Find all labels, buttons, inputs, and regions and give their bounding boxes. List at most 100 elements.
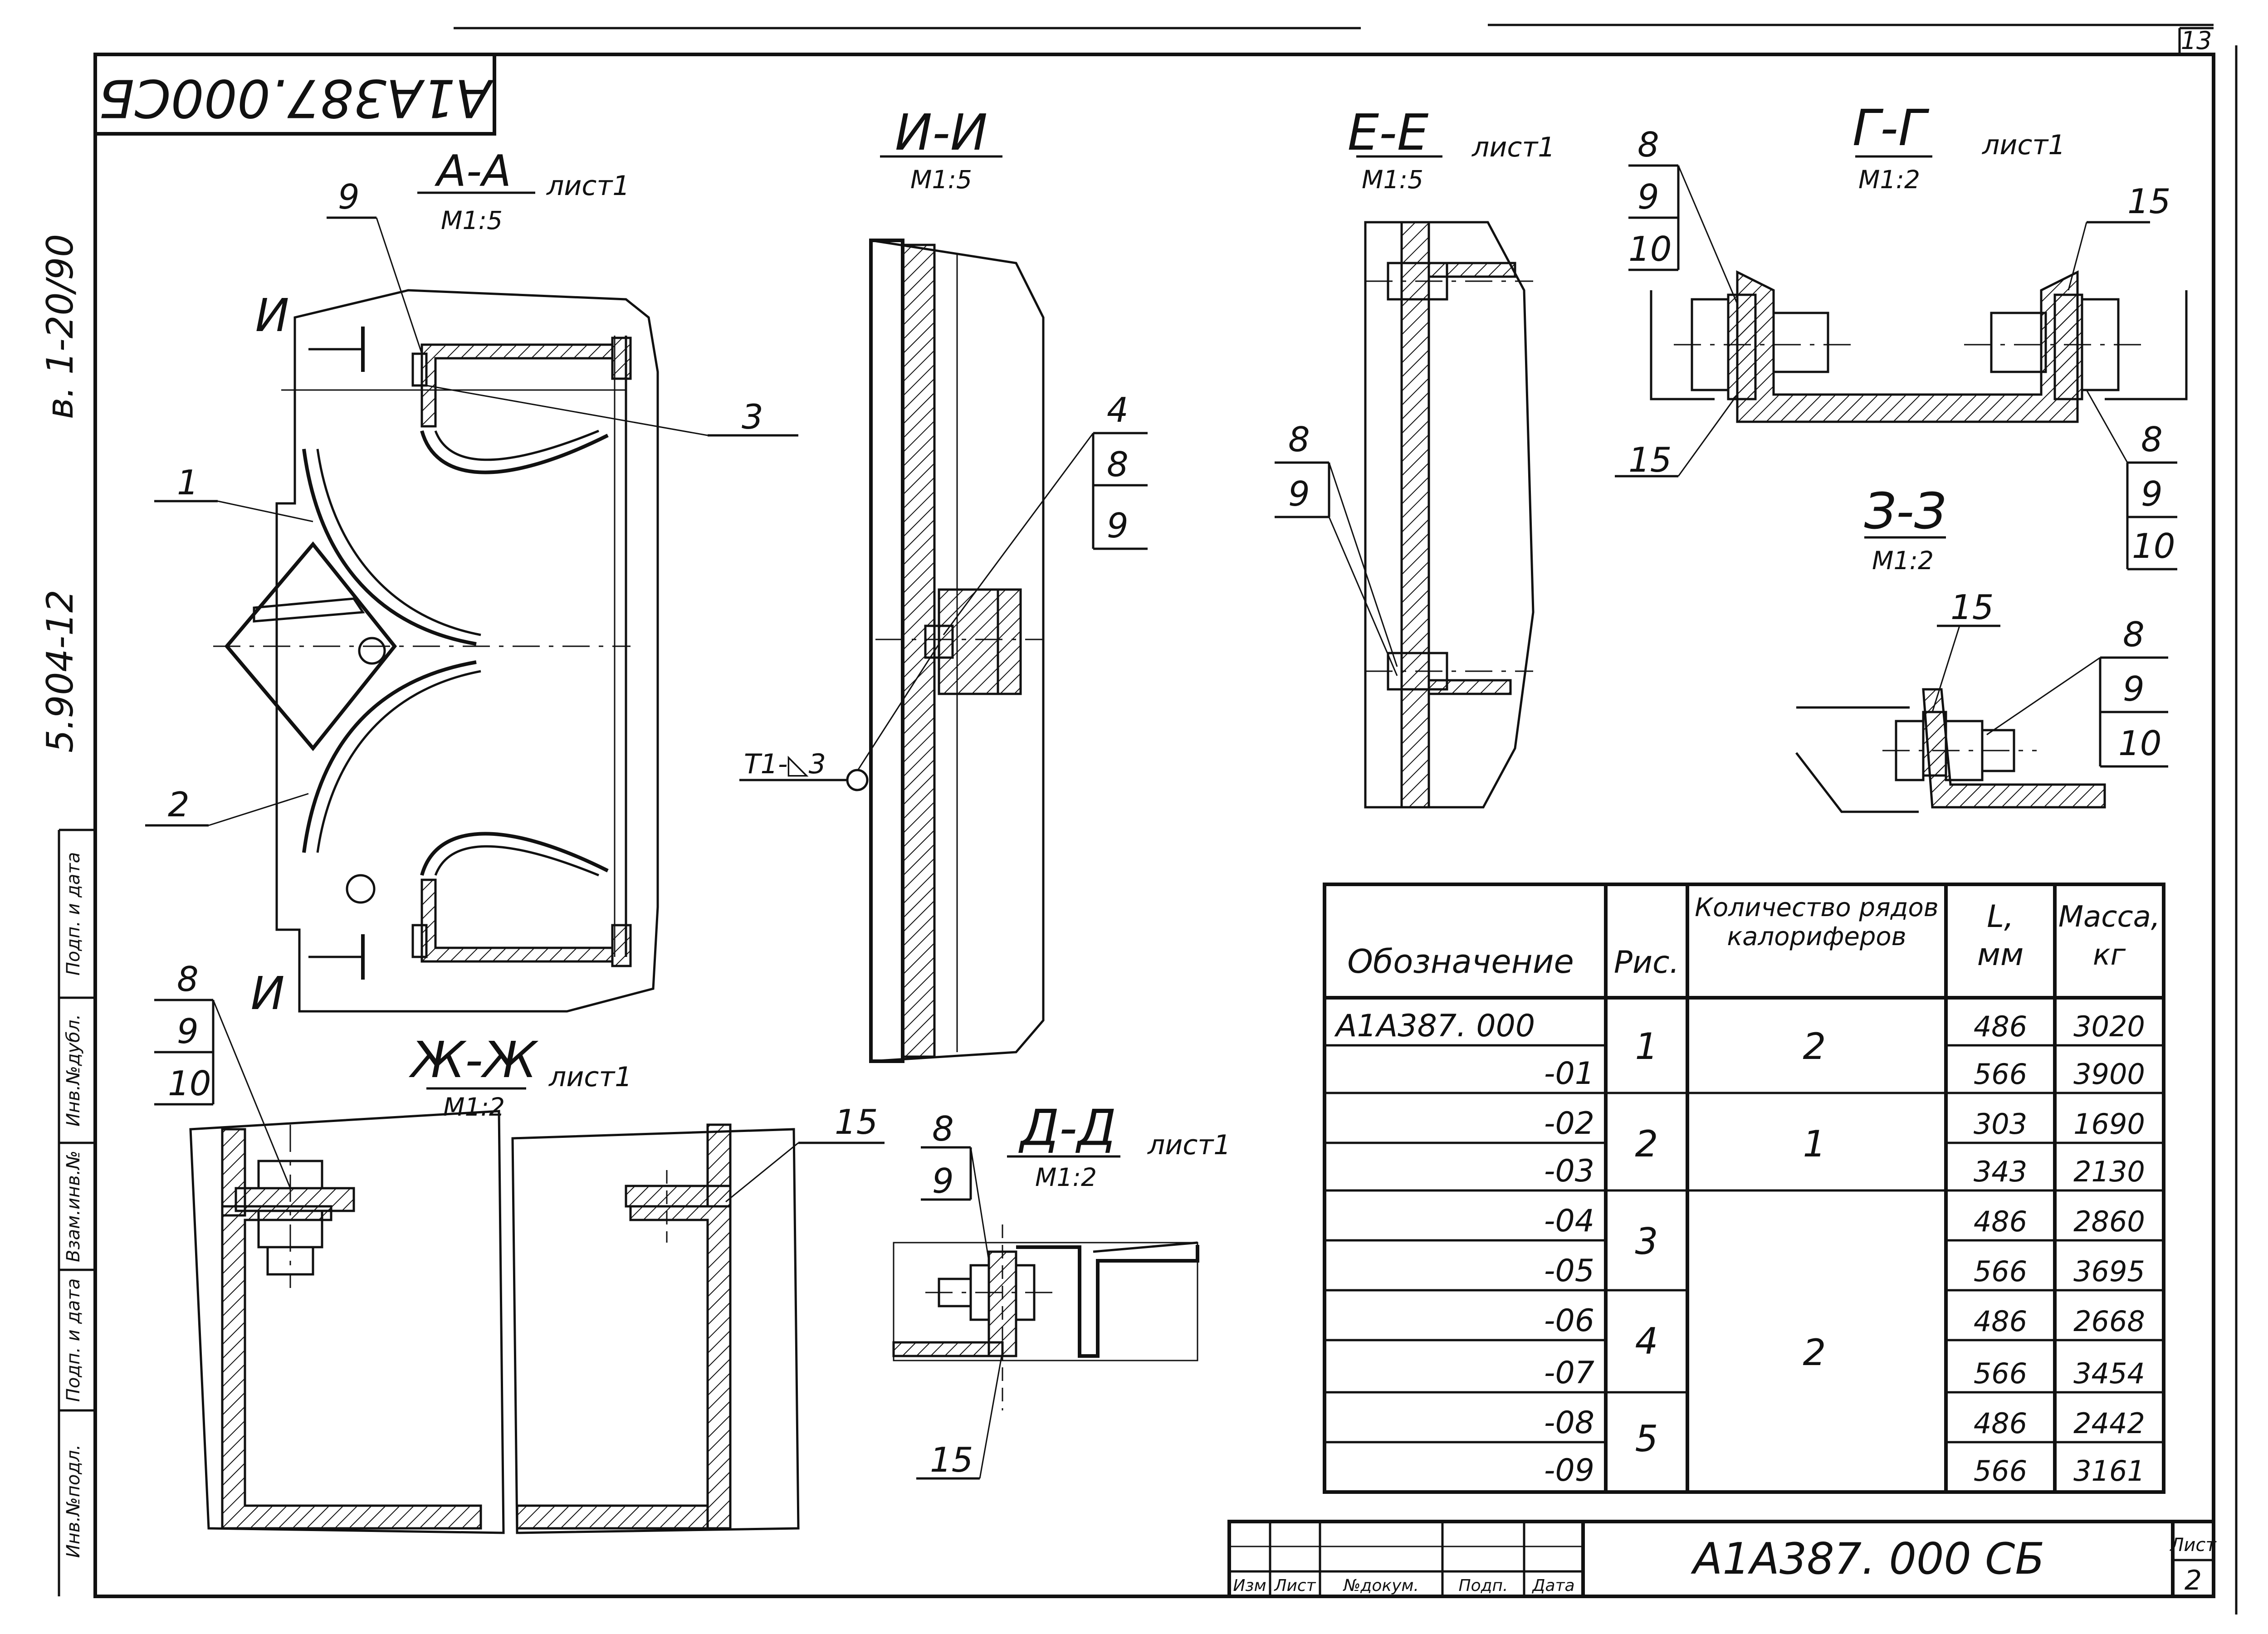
- table-row-designation: -06: [1544, 1303, 1594, 1339]
- gg-right-leader-10: 10: [2132, 526, 2175, 566]
- rows-count-group-2: 1: [1803, 1123, 1826, 1165]
- tb-col-sign: Подп.: [1459, 1576, 1508, 1595]
- dd-leader-9: 9: [932, 1161, 954, 1201]
- table-row-mass: 3454: [2073, 1357, 2145, 1390]
- table-row-designation: -04: [1544, 1203, 1594, 1239]
- table-row-designation: -03: [1544, 1153, 1594, 1189]
- table-row-designation: -08: [1544, 1405, 1594, 1441]
- table-row-mass: 1690: [2073, 1107, 2145, 1141]
- header-fig: Рис.: [1614, 945, 1679, 980]
- section-ii-scale: М1:5: [910, 165, 972, 194]
- gg-right-leader-9: 9: [2141, 474, 2163, 514]
- series-number: 5.904-12: [39, 590, 81, 753]
- gg-right-leader-8: 8: [2141, 419, 2163, 459]
- zhzh-leader-8: 8: [177, 959, 199, 999]
- header-length: L, мм: [1977, 899, 2024, 973]
- table-row-length: 486: [1974, 1205, 2027, 1238]
- tb-sheet-number: 2: [2185, 1565, 2202, 1596]
- header-designation: Обозначение: [1347, 942, 1574, 980]
- table-row-mass: 2442: [2073, 1407, 2145, 1440]
- table-row-length: 566: [1974, 1058, 2027, 1091]
- fig-group-2: 2: [1635, 1123, 1658, 1165]
- section-aa: А-А М1:5 лист1: [145, 146, 798, 1020]
- zz-right-leader-10: 10: [2118, 723, 2161, 763]
- weld-symbol: Т1-◺3: [744, 748, 826, 780]
- section-zhzh-scale: М1:2: [443, 1093, 505, 1122]
- cut-mark-i-bottom: И: [251, 967, 285, 1020]
- dd-leader-8: 8: [932, 1109, 954, 1149]
- zhzh-leader-15: 15: [835, 1102, 878, 1142]
- section-ee-title: Е-Е: [1348, 103, 1429, 161]
- tb-col-doc: №докум.: [1343, 1576, 1419, 1595]
- section-zhzh-sheet-ref: лист1: [548, 1061, 632, 1093]
- drawing-frame: 13: [93, 24, 2238, 1614]
- ii-leader-4: 4: [1107, 390, 1129, 430]
- zhzh-leader-10: 10: [168, 1063, 211, 1103]
- table-row-mass: 2130: [2073, 1155, 2145, 1188]
- table-row-mass: 2860: [2073, 1205, 2145, 1238]
- gg-left-leader-10: 10: [1628, 229, 1672, 269]
- zz-right-leader-9: 9: [2123, 669, 2145, 709]
- archive-field-4: Инв.№дубл.: [63, 1014, 84, 1127]
- aa-leader-2: 2: [168, 785, 190, 824]
- section-gg-title: Г-Г: [1853, 99, 1930, 157]
- section-zz-scale: М1:2: [1872, 546, 1934, 575]
- table-row-designation: -02: [1544, 1106, 1594, 1141]
- archive-strip: Инв.№подл. Подп. и дата Взам.инв.№ Инв.№…: [39, 234, 95, 1596]
- table-rows: А1А387. 000 486 3020 -01 566 3900 -02 30…: [1334, 1008, 2145, 1488]
- archive-field-2: Подп. и дата: [63, 1278, 84, 1402]
- ee-leader-9: 9: [1288, 474, 1310, 514]
- header-mass: Масса, кг: [2058, 900, 2160, 972]
- code-stamp: А1А387.000СБ: [93, 53, 496, 136]
- section-ii: И-И М1:5 4 8 9 Т1-◺3: [739, 103, 1148, 1063]
- section-dd: Д-Д М1:2 лист1 8 9 15: [892, 1099, 1231, 1480]
- tb-col-change: Изм: [1233, 1576, 1266, 1595]
- section-ee: Е-Е М1:5 лист1 8 9: [1275, 103, 1555, 809]
- gg-left-leader-8: 8: [1637, 125, 1659, 165]
- dd-leader-15: 15: [930, 1440, 973, 1480]
- table-row-length: 486: [1974, 1305, 2027, 1338]
- table-row-mass: 3020: [2073, 1010, 2145, 1043]
- zz-right-leader-8: 8: [2123, 615, 2145, 654]
- archive-field-3: Взам.инв.№: [63, 1151, 84, 1262]
- table-row-mass: 3900: [2073, 1058, 2145, 1091]
- section-ii-title: И-И: [895, 103, 987, 161]
- section-ee-sheet-ref: лист1: [1471, 132, 1555, 163]
- ee-leader-8: 8: [1288, 419, 1310, 459]
- section-gg: Г-Г М1:2 лист1 8 9 10 15 15 8: [1615, 99, 2188, 571]
- table-row-mass: 3695: [2073, 1255, 2145, 1288]
- gg-bottom-leader-15: 15: [1628, 440, 1672, 480]
- table-row-designation: -09: [1544, 1453, 1594, 1488]
- table-row-designation: -01: [1544, 1056, 1594, 1092]
- aa-leader-1: 1: [177, 463, 199, 502]
- title-block: Изм Лист №докум. Подп. Дата А1А387. 000 …: [1227, 1520, 2217, 1598]
- fig-group-1: 1: [1635, 1025, 1658, 1068]
- section-zhzh: Ж-Ж М1:2 лист1 8 9 10 15: [154, 959, 885, 1534]
- table-row-length: 486: [1974, 1010, 2027, 1043]
- table-row-length: 486: [1974, 1407, 2027, 1440]
- section-aa-sheet-ref: лист1: [546, 170, 630, 202]
- rows-count-group-1: 2: [1803, 1025, 1826, 1068]
- rows-count-group-3: 2: [1803, 1332, 1826, 1374]
- section-aa-scale: М1:5: [441, 206, 503, 235]
- archive-field-1: Инв.№подл.: [63, 1444, 84, 1558]
- archive-field-5: Подп. и дата: [63, 852, 84, 976]
- section-zz: З-З М1:2 15 8 9 10: [1795, 482, 2168, 813]
- section-zz-title: З-З: [1864, 482, 1946, 540]
- section-dd-title: Д-Д: [1018, 1099, 1116, 1157]
- table-row-designation: -07: [1544, 1355, 1594, 1391]
- table-row-length: 566: [1974, 1454, 2027, 1488]
- zz-top-leader-15: 15: [1950, 587, 1994, 627]
- table-row-length: 566: [1974, 1255, 2027, 1288]
- section-zhzh-title: Ж-Ж: [409, 1031, 539, 1089]
- tb-col-sheet: Лист: [1273, 1576, 1316, 1595]
- table-row-designation: -05: [1544, 1253, 1594, 1289]
- header-rows-count: Количество рядов калориферов: [1695, 893, 1939, 951]
- section-ee-scale: М1:5: [1362, 165, 1423, 194]
- specification-table: Обозначение Рис. Количество рядов калори…: [1323, 883, 2165, 1494]
- ii-leader-8: 8: [1107, 444, 1129, 484]
- zhzh-leader-9: 9: [177, 1011, 199, 1051]
- aa-leader-9: 9: [338, 177, 360, 217]
- table-row-mass: 2668: [2073, 1305, 2145, 1338]
- section-dd-sheet-ref: лист1: [1147, 1129, 1231, 1161]
